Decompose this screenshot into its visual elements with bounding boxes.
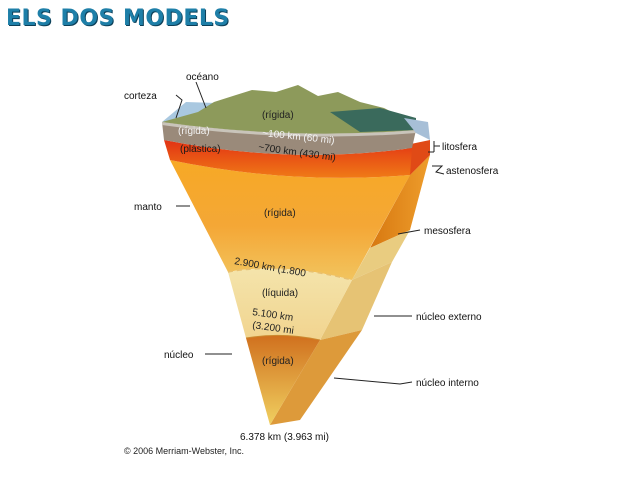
mesosphere-layer	[170, 160, 410, 280]
wedge-front	[162, 122, 416, 425]
copyright-text: © 2006 Merriam-Webster, Inc.	[124, 446, 244, 456]
wedge-side-face	[270, 140, 430, 425]
inner-label-plastic: (plástica)	[180, 144, 221, 155]
inner-label-rigid-inner: (rígida)	[262, 356, 294, 367]
slide-title: ELS DOS MODELS	[6, 6, 230, 31]
label-asthenosphere: astenosfera	[446, 166, 499, 177]
label-lithosphere: litosfera	[442, 142, 477, 153]
inner-label-rigid-meso: (rígida)	[264, 208, 296, 219]
surface	[162, 85, 430, 140]
outer-core-layer	[228, 268, 352, 340]
ocean-surface	[162, 102, 216, 122]
label-outer-core: núcleo externo	[416, 312, 482, 323]
label-mesosphere: mesosfera	[424, 226, 471, 237]
inner-label-rigid-top: (rígida)	[262, 110, 294, 121]
label-crust: corteza	[124, 91, 157, 102]
inner-core-layer	[246, 335, 320, 425]
label-inner-core: núcleo interno	[416, 378, 479, 389]
label-ocean: océano	[186, 72, 219, 83]
inner-label-rigid-litho: (rígida)	[178, 126, 210, 137]
label-mantle: manto	[134, 202, 162, 213]
asthenosphere-layer	[164, 140, 412, 178]
label-core: núcleo	[164, 350, 194, 361]
bottom-depth-label: 6.378 km (3.963 mi)	[240, 432, 329, 443]
inner-label-liquid: (líquida)	[262, 288, 298, 299]
leader-lines	[175, 81, 445, 385]
